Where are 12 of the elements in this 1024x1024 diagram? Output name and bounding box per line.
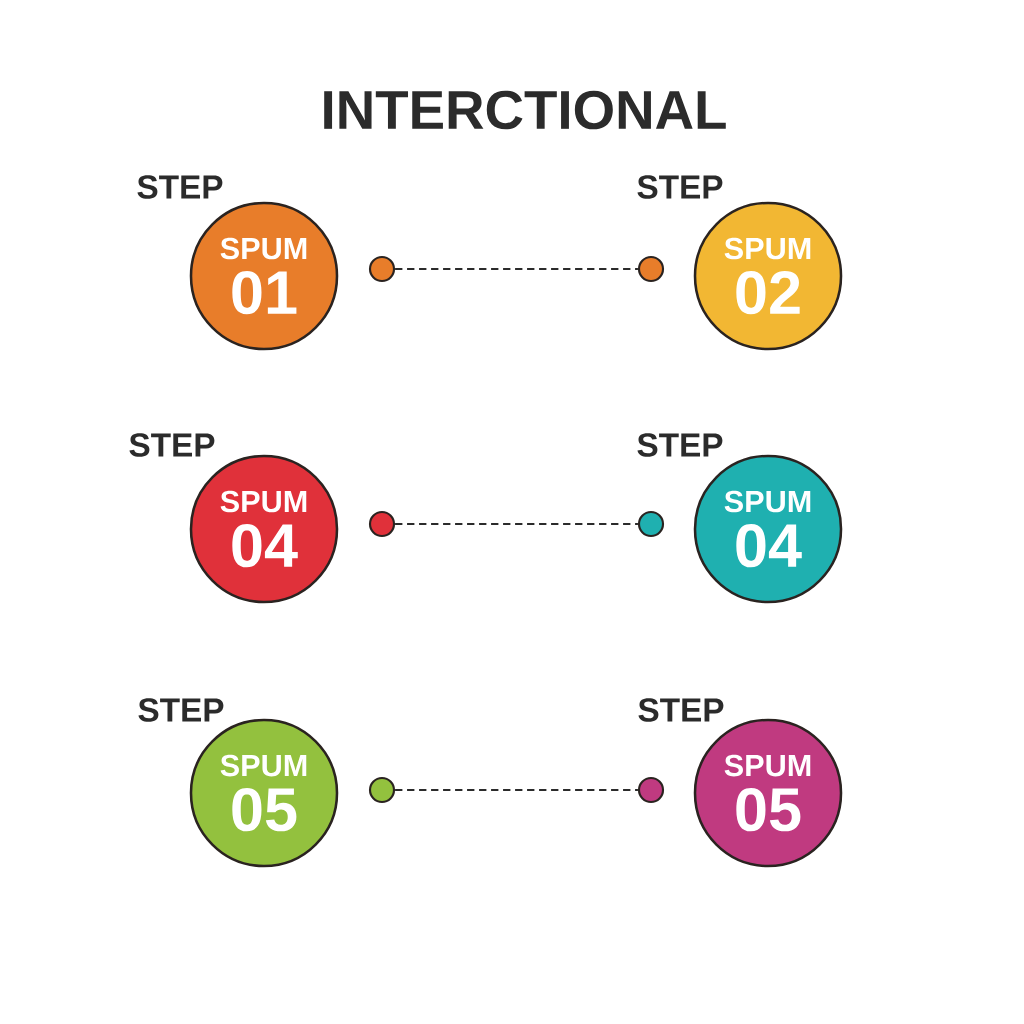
title: INTERCTIONAL [324,90,726,130]
dashed-line [394,523,639,525]
dot [637,510,665,538]
dot [637,776,665,804]
dot [368,510,396,538]
dot [368,255,396,283]
dashed-line [394,789,639,791]
dashed-line [394,268,639,270]
step-label: STEP [137,175,223,199]
dot [637,255,665,283]
dot [368,776,396,804]
step-label: STEP [637,175,723,199]
